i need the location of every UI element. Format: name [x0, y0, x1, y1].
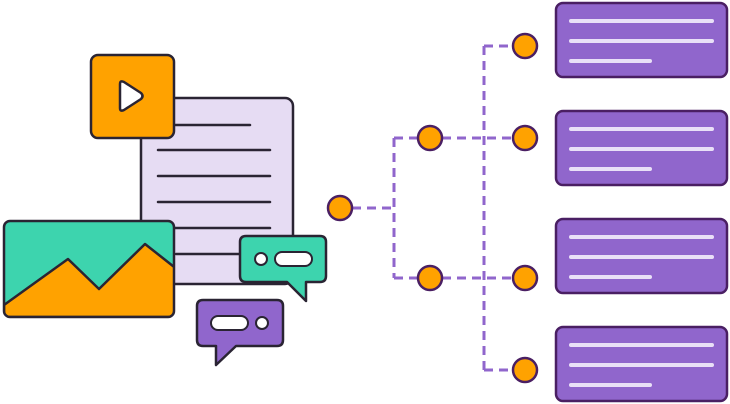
branch-node [416, 264, 444, 292]
image-icon [2, 219, 176, 319]
play-icon [89, 53, 176, 140]
chat-bubble-icon [195, 298, 285, 367]
leaf-node [511, 356, 539, 384]
tree-nodes [326, 32, 539, 384]
root-node [326, 194, 354, 222]
tree-connectors [352, 44, 513, 372]
output-card [554, 217, 729, 295]
leaf-node [511, 124, 539, 152]
branch-node [416, 124, 444, 152]
leaf-node [511, 264, 539, 292]
output-card [554, 1, 729, 79]
leaf-node [511, 32, 539, 60]
output-card [554, 109, 729, 187]
output-card [554, 325, 729, 403]
chat-bubble-icon [238, 234, 328, 303]
